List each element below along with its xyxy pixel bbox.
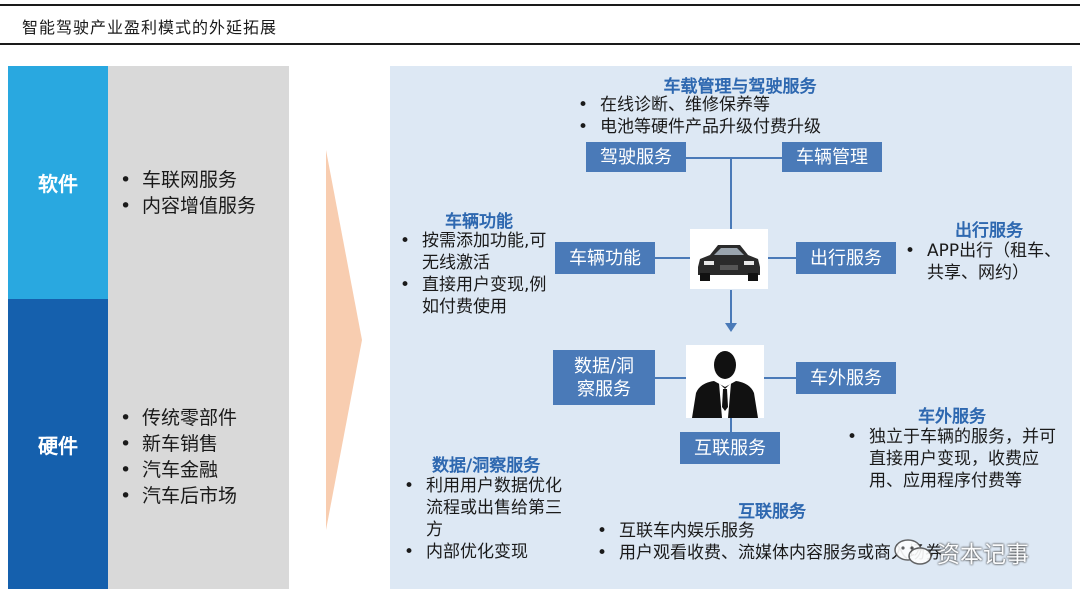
- list-item: 在线诊断、维修保养等: [578, 94, 878, 116]
- down-arrow-icon: [725, 323, 737, 332]
- list-item: 汽车后市场: [120, 483, 285, 509]
- data-insight-list: 利用用户数据优化流程或出售给第三方 内部优化变现: [404, 475, 574, 563]
- list-item: 直接用户变现,例如付费使用: [400, 274, 550, 318]
- mobility-service-box: 出行服务: [796, 242, 896, 274]
- connected-service-box: 互联服务: [680, 432, 780, 464]
- top-rule: [0, 4, 1080, 6]
- list-item: 利用用户数据优化流程或出售给第三方: [404, 475, 574, 541]
- mobility-heading: 出行服务: [955, 221, 1023, 241]
- list-item: APP出行（租车、共享、网约）: [905, 240, 1070, 284]
- list-item: 内部优化变现: [404, 541, 574, 563]
- title-underline: [0, 43, 1080, 45]
- external-service-heading: 车外服务: [918, 407, 986, 427]
- list-item: 电池等硬件产品升级付费升级: [578, 116, 878, 138]
- list-item: 汽车金融: [120, 457, 285, 483]
- list-item: 按需添加功能,可无线激活: [400, 230, 550, 274]
- software-list: 车联网服务 内容增值服务: [120, 167, 285, 219]
- watermark: 资本记事: [893, 535, 1029, 569]
- mobility-list: APP出行（租车、共享、网约）: [905, 240, 1070, 284]
- list-item: 用户观看收费、流媒体内容服务或商入场券: [597, 542, 957, 564]
- list-item: 内容增值服务: [120, 193, 285, 219]
- connector-line: [730, 418, 732, 432]
- list-item: 互联车内娱乐服务: [597, 520, 957, 542]
- data-insight-heading: 数据/洞察服务: [432, 456, 541, 476]
- software-category: 软件: [8, 66, 108, 299]
- data-box-line: 察服务: [577, 378, 631, 400]
- car-image: [690, 229, 768, 289]
- list-item: 新车销售: [120, 431, 285, 457]
- list-item: 独立于车辆的服务，并可直接用户变现，收费应用、应用程序付费等: [847, 426, 1067, 492]
- connector-line: [686, 157, 782, 159]
- connected-service-heading: 互联服务: [738, 502, 806, 522]
- connector-line: [730, 290, 732, 326]
- hardware-category: 硬件: [8, 299, 108, 589]
- chevron-arrow-icon: [326, 150, 362, 530]
- user-image: [686, 345, 764, 418]
- connector-line: [768, 257, 796, 259]
- drive-service-box: 驾驶服务: [586, 142, 686, 172]
- watermark-text: 资本记事: [937, 542, 1029, 568]
- data-box-line: 数据/洞: [573, 355, 635, 377]
- connector-line: [730, 157, 732, 232]
- connector-line: [655, 257, 690, 259]
- data-insight-box: 数据/洞 察服务: [553, 350, 655, 405]
- wechat-icon: [894, 539, 932, 565]
- external-service-box: 车外服务: [796, 362, 896, 394]
- connector-line: [655, 377, 687, 379]
- vehicle-function-heading: 车辆功能: [445, 212, 513, 232]
- vehicle-management-box: 车辆管理: [782, 142, 882, 172]
- hardware-list: 传统零部件 新车销售 汽车金融 汽车后市场: [120, 405, 285, 509]
- software-label: 软件: [38, 172, 78, 196]
- list-item: 传统零部件: [120, 405, 285, 431]
- vehicle-function-list: 按需添加功能,可无线激活 直接用户变现,例如付费使用: [400, 230, 550, 318]
- connected-service-list: 互联车内娱乐服务 用户观看收费、流媒体内容服务或商入场券: [597, 520, 957, 564]
- person-icon: [692, 351, 758, 418]
- car-icon: [698, 245, 760, 281]
- top-service-list: 在线诊断、维修保养等 电池等硬件产品升级付费升级: [578, 94, 878, 138]
- list-item: 车联网服务: [120, 167, 285, 193]
- top-service-heading: 车载管理与驾驶服务: [663, 77, 817, 97]
- vehicle-function-box: 车辆功能: [555, 242, 655, 274]
- hardware-label: 硬件: [38, 433, 78, 458]
- external-service-list: 独立于车辆的服务，并可直接用户变现，收费应用、应用程序付费等: [847, 426, 1067, 492]
- page-title: 智能驾驶产业盈利模式的外延拓展: [22, 18, 278, 37]
- connector-line: [764, 377, 796, 379]
